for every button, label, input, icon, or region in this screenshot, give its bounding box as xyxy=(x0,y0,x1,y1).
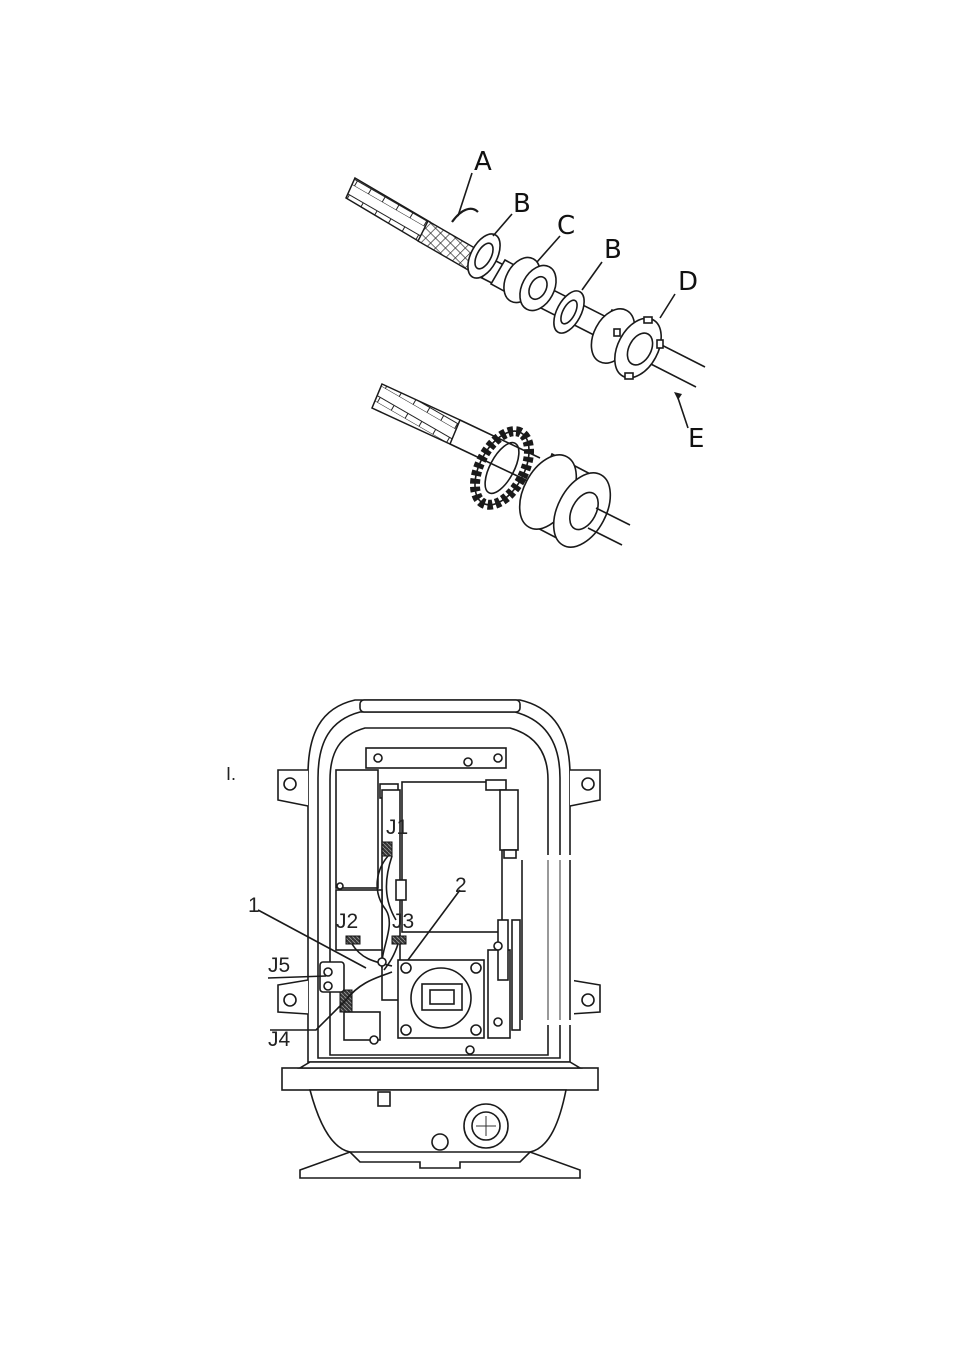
connector-j3 xyxy=(392,936,406,944)
connector-j1 xyxy=(382,842,392,856)
enclosure-base xyxy=(282,1062,598,1178)
label-b-2: B xyxy=(604,235,622,265)
label-j3: J3 xyxy=(392,910,414,933)
label-item-1: 1 xyxy=(248,894,260,917)
label-item-2: 2 xyxy=(455,874,467,897)
sleeve-lower xyxy=(508,445,622,556)
leader-b2 xyxy=(582,262,602,290)
sleeve-c xyxy=(491,251,563,316)
label-c: C xyxy=(557,211,575,241)
cable-gland-diagram: A B C B D E xyxy=(346,147,705,557)
label-d: D xyxy=(678,267,698,297)
label-b-1: B xyxy=(513,189,531,219)
label-j1: J1 xyxy=(386,816,408,839)
leader-d xyxy=(660,294,675,318)
enclosure-diagram: I. xyxy=(226,700,600,1178)
gland-nut-d xyxy=(583,301,671,385)
cable-lower xyxy=(372,384,630,557)
label-a: A xyxy=(474,147,492,177)
label-j5: J5 xyxy=(268,954,290,977)
label-e: E xyxy=(688,424,704,454)
label-j2: J2 xyxy=(336,910,358,933)
side-mark: I. xyxy=(226,764,236,784)
connector-j2 xyxy=(346,936,360,944)
pointer-e xyxy=(677,395,688,428)
mounting-plate xyxy=(320,748,520,1054)
tape-a-curl xyxy=(452,209,478,222)
leader-b1 xyxy=(493,214,512,236)
label-j4: J4 xyxy=(268,1028,291,1051)
